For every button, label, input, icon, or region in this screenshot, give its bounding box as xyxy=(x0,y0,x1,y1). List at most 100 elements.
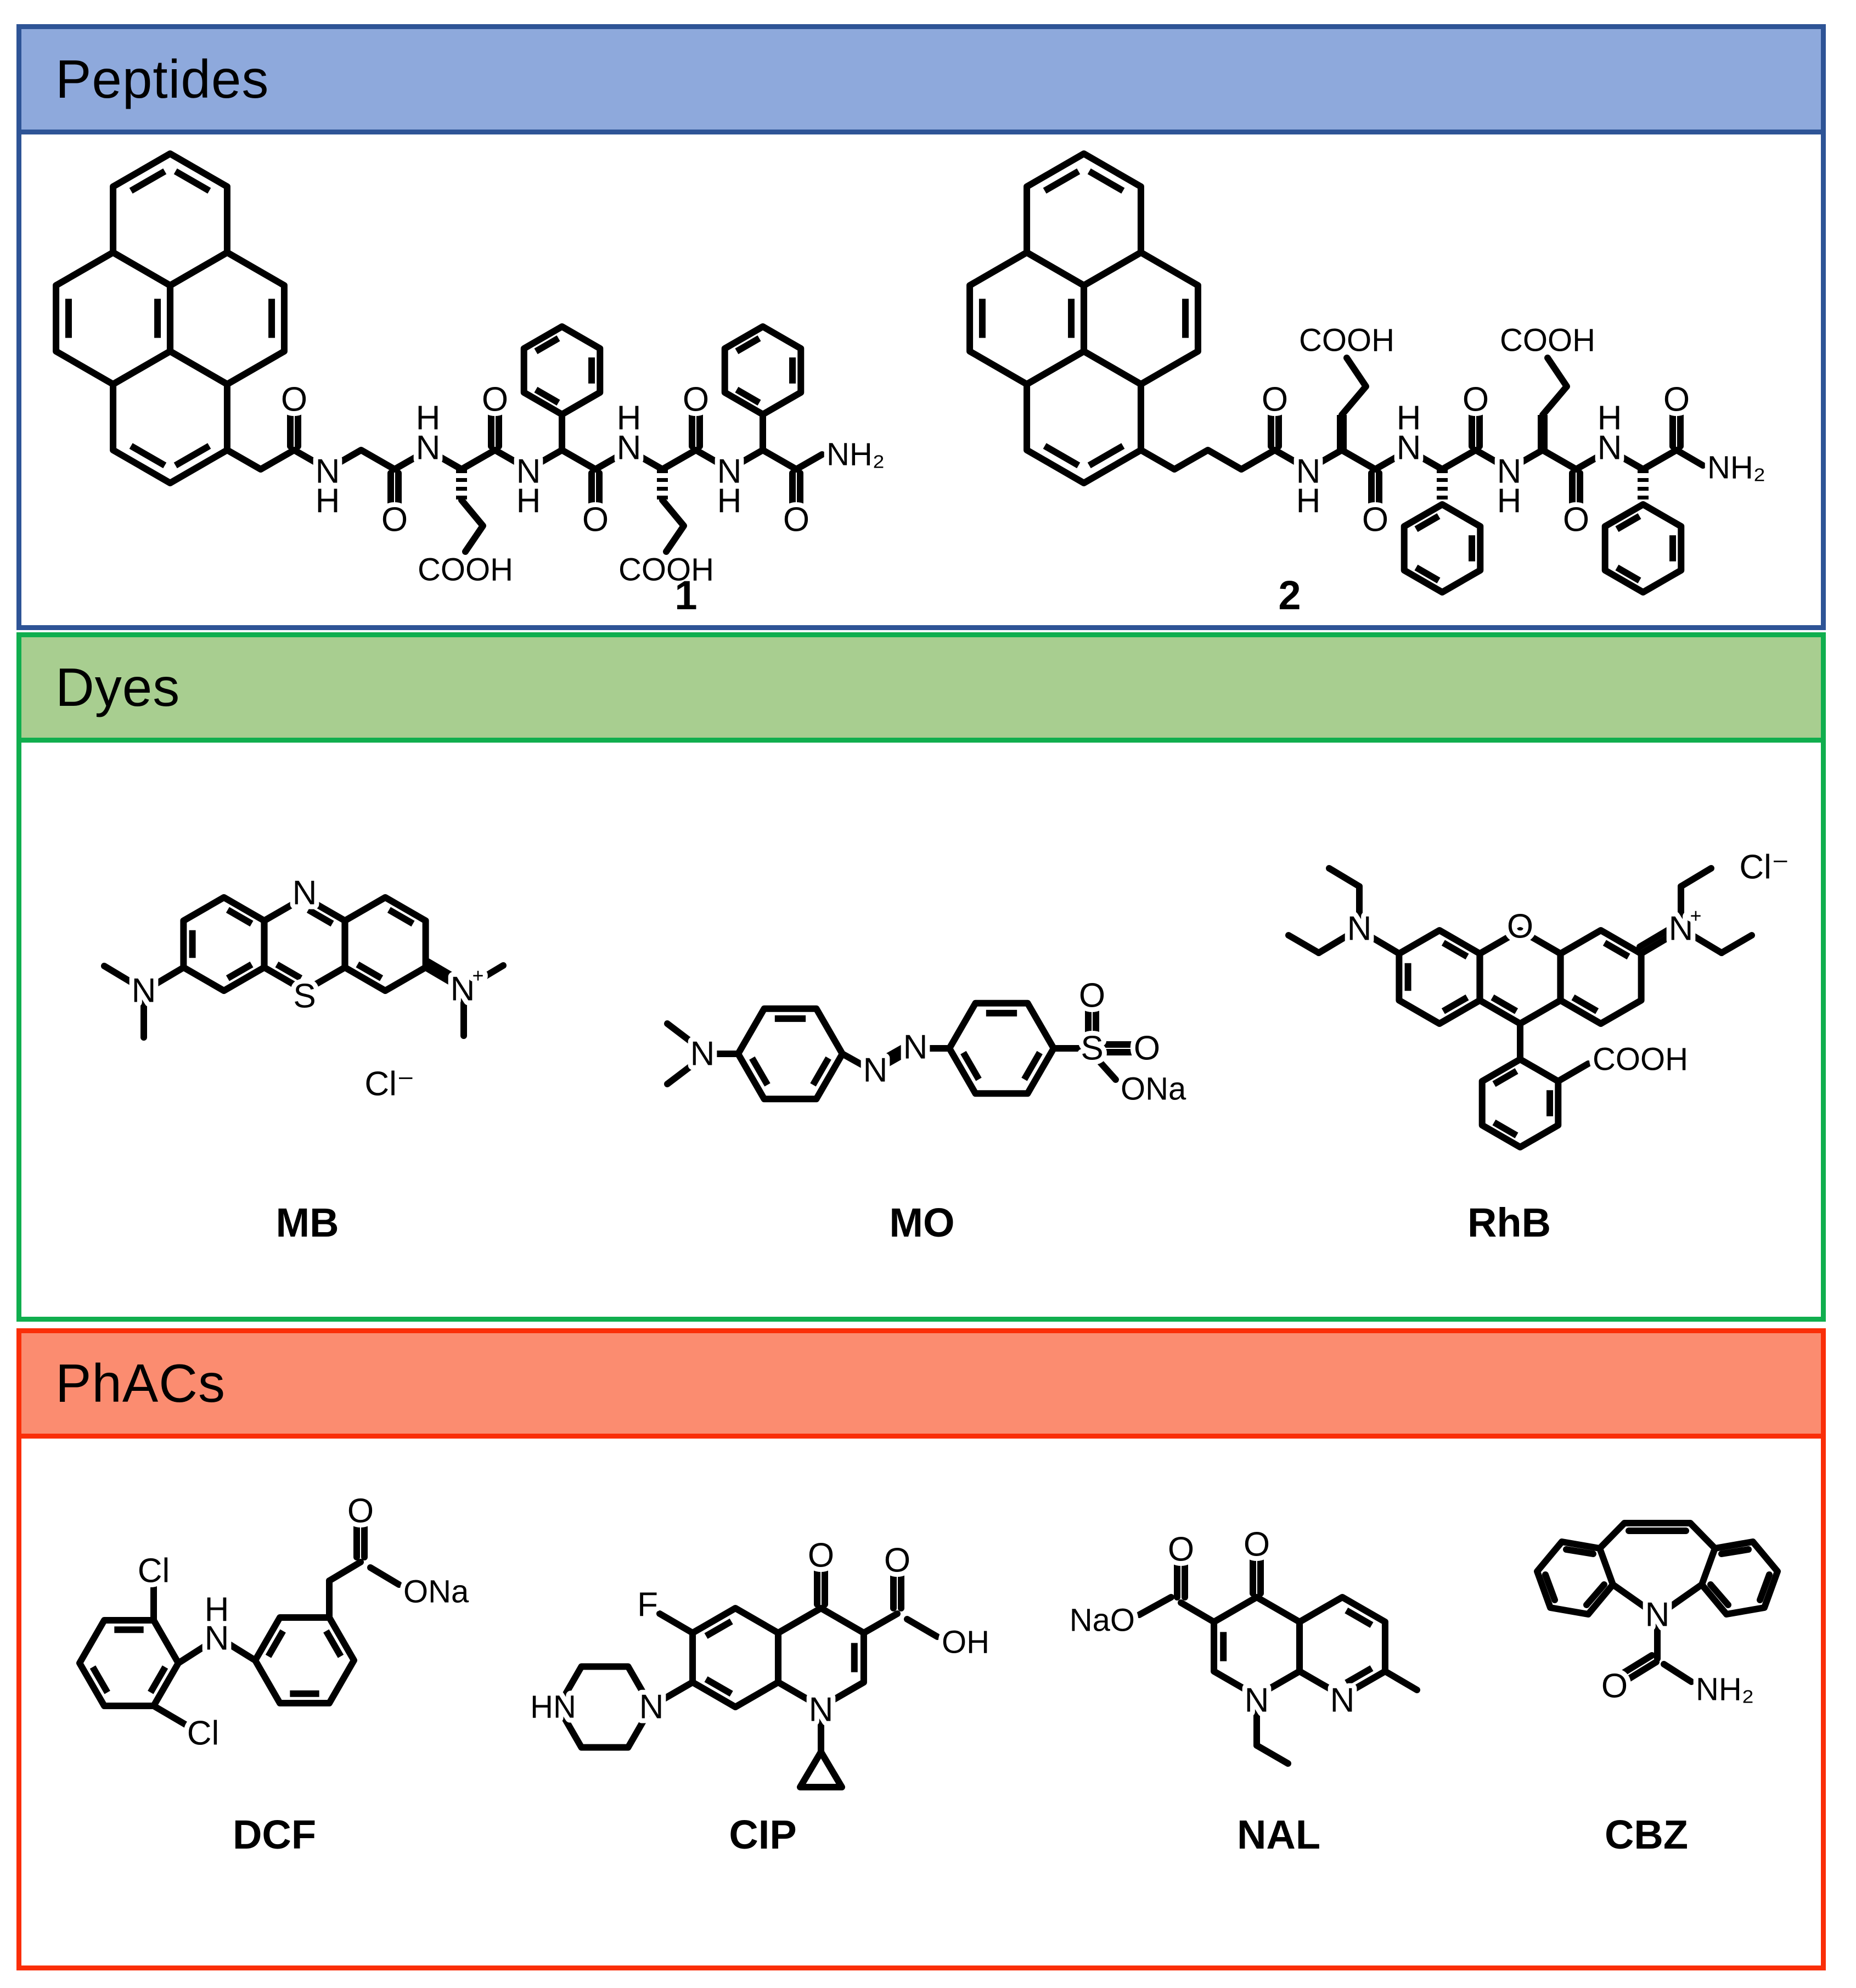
svg-text:O: O xyxy=(281,381,307,419)
svg-text:O: O xyxy=(783,501,809,539)
compound-label-1: 1 xyxy=(674,572,698,618)
svg-text:O: O xyxy=(1262,381,1288,419)
compound-label-cip: CIP xyxy=(729,1812,797,1857)
svg-text:Cl: Cl xyxy=(187,1715,220,1753)
svg-text:N: N xyxy=(1645,1596,1670,1634)
svg-text:O: O xyxy=(582,501,609,539)
svg-text:N: N xyxy=(903,1029,928,1066)
svg-text:H: H xyxy=(1296,482,1321,520)
svg-text:COOH: COOH xyxy=(1500,323,1595,358)
svg-text:N: N xyxy=(416,429,441,467)
svg-text:+: + xyxy=(472,964,483,987)
compound-label-mb: MB xyxy=(275,1200,339,1245)
compound-label-mo: MO xyxy=(889,1200,955,1245)
svg-text:NH₂: NH₂ xyxy=(1696,1672,1754,1708)
svg-text:N: N xyxy=(1330,1682,1355,1720)
svg-text:N: N xyxy=(293,874,317,912)
svg-text:N: N xyxy=(717,453,742,491)
svg-text:H: H xyxy=(1397,400,1421,437)
compound-label-nal: NAL xyxy=(1236,1812,1321,1857)
svg-text:NH₂: NH₂ xyxy=(1707,450,1765,486)
svg-text:N: N xyxy=(1296,453,1321,491)
section-title-phacs: PhACs xyxy=(55,1353,226,1413)
svg-text:HN: HN xyxy=(530,1689,576,1725)
svg-text:COOH: COOH xyxy=(418,552,513,588)
svg-text:N: N xyxy=(516,453,541,491)
svg-text:+: + xyxy=(1690,905,1701,927)
svg-text:ONa: ONa xyxy=(1121,1071,1186,1107)
svg-text:N: N xyxy=(1397,429,1421,467)
svg-text:O: O xyxy=(884,1542,910,1580)
section-header-peptides: Peptides xyxy=(21,29,1821,134)
svg-text:N: N xyxy=(690,1035,715,1073)
svg-text:S: S xyxy=(293,978,316,1015)
svg-text:O: O xyxy=(381,501,408,539)
svg-text:O: O xyxy=(1134,1030,1160,1068)
svg-text:F: F xyxy=(637,1586,658,1624)
svg-text:H: H xyxy=(205,1591,229,1629)
compound-label-2: 2 xyxy=(1278,572,1301,618)
section-peptides: Peptides xyxy=(16,24,1826,630)
svg-text:ONa: ONa xyxy=(403,1574,469,1610)
svg-text:O: O xyxy=(1362,501,1388,539)
svg-text:S: S xyxy=(1081,1030,1103,1068)
svg-text:N: N xyxy=(1245,1682,1269,1720)
svg-text:O: O xyxy=(1663,381,1690,419)
svg-text:H: H xyxy=(1598,400,1622,437)
svg-text:H: H xyxy=(516,482,541,520)
svg-text:H: H xyxy=(717,482,742,520)
compound-label-cbz: CBZ xyxy=(1604,1812,1689,1857)
svg-text:N: N xyxy=(809,1691,834,1729)
svg-text:O: O xyxy=(347,1492,374,1530)
structure-nalidixic-acid: O O NaO N N xyxy=(1004,1493,1460,1789)
svg-text:N: N xyxy=(316,453,340,491)
section-title-dyes: Dyes xyxy=(55,657,181,717)
svg-text:H: H xyxy=(416,400,441,437)
svg-text:O: O xyxy=(1507,908,1533,946)
svg-text:O: O xyxy=(1563,501,1589,539)
svg-text:O: O xyxy=(1601,1667,1628,1705)
compound-label-dcf: DCF xyxy=(232,1812,317,1857)
svg-text:N: N xyxy=(1598,429,1622,467)
svg-text:N: N xyxy=(1669,910,1694,948)
svg-text:N: N xyxy=(451,970,475,1008)
svg-text:O: O xyxy=(1244,1526,1270,1564)
svg-text:OH: OH xyxy=(942,1625,989,1660)
svg-text:COOH: COOH xyxy=(1593,1042,1688,1077)
svg-text:O: O xyxy=(808,1537,834,1575)
svg-text:O: O xyxy=(482,381,508,419)
svg-text:O: O xyxy=(1463,381,1489,419)
svg-text:N: N xyxy=(205,1620,229,1658)
compound-label-rhb: RhB xyxy=(1467,1200,1551,1245)
svg-text:O: O xyxy=(1168,1531,1194,1569)
svg-text:COOH: COOH xyxy=(618,552,714,588)
section-phacs: PhACs xyxy=(16,1328,1826,1970)
section-header-dyes: Dyes xyxy=(21,637,1821,743)
svg-text:N: N xyxy=(1497,453,1522,491)
svg-text:H: H xyxy=(617,400,642,437)
svg-text:Cl⁻: Cl⁻ xyxy=(1739,849,1789,886)
section-header-phacs: PhACs xyxy=(21,1333,1821,1439)
section-title-peptides: Peptides xyxy=(55,49,269,109)
svg-text:O: O xyxy=(1079,977,1105,1015)
svg-text:H: H xyxy=(316,482,340,520)
svg-text:NaO: NaO xyxy=(1070,1603,1135,1638)
svg-text:O: O xyxy=(683,381,709,419)
svg-text:Cl⁻: Cl⁻ xyxy=(364,1065,414,1103)
svg-text:COOH: COOH xyxy=(1299,323,1394,358)
section-dyes: Dyes xyxy=(16,632,1826,1322)
svg-text:N: N xyxy=(863,1052,888,1090)
svg-text:N: N xyxy=(132,972,156,1010)
svg-text:N: N xyxy=(1347,910,1372,948)
svg-text:N: N xyxy=(617,429,642,467)
svg-text:Cl: Cl xyxy=(138,1552,170,1590)
svg-text:H: H xyxy=(1497,482,1522,520)
